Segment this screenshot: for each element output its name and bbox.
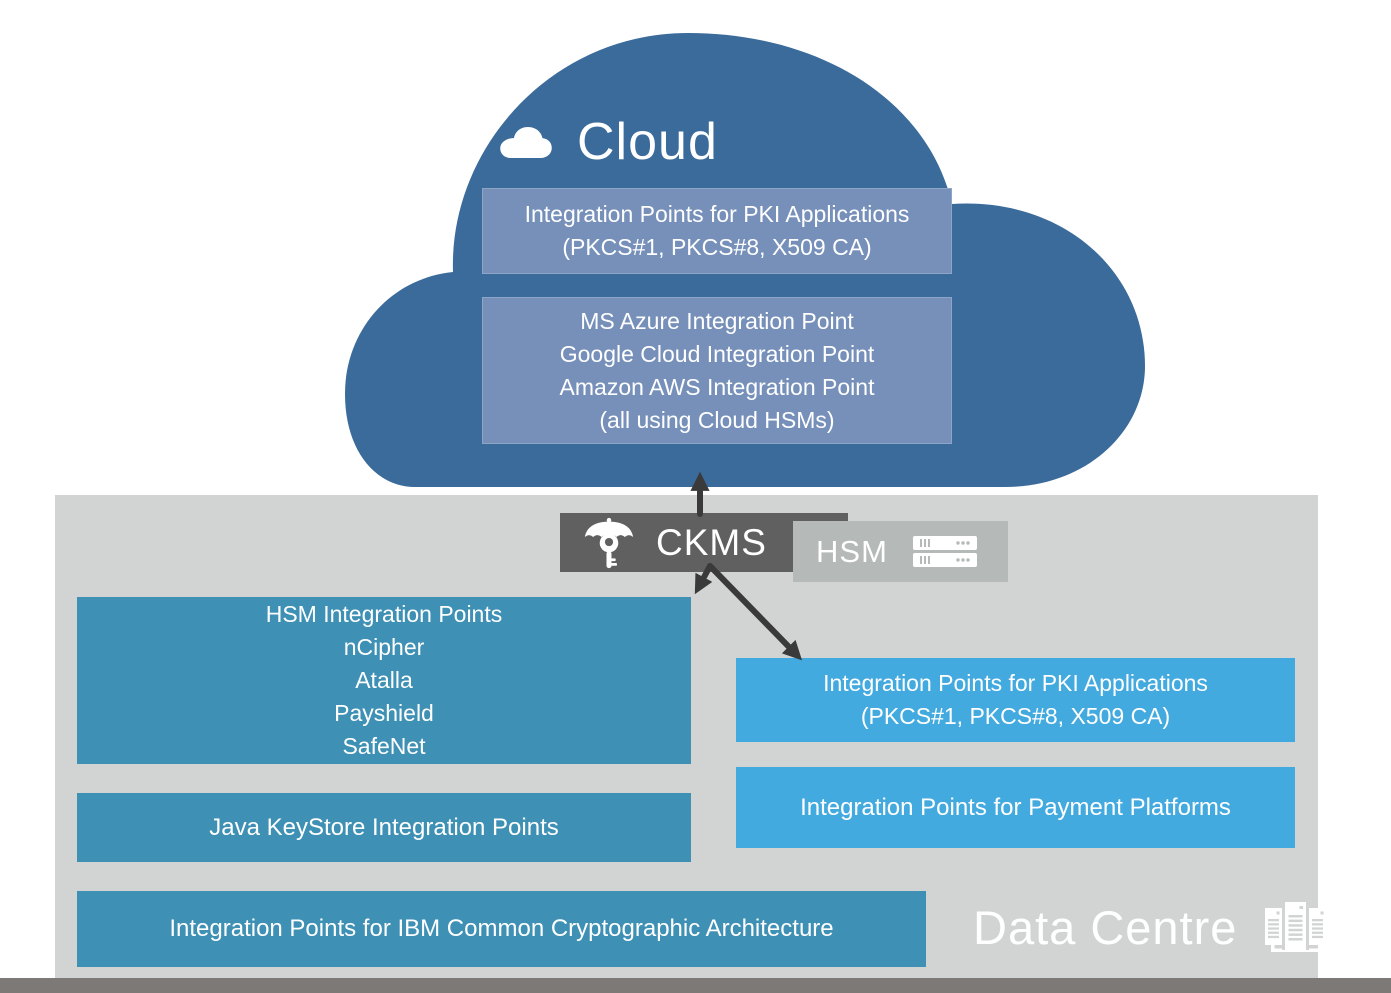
pki-applications-box: Integration Points for PKI Applications … xyxy=(736,658,1295,742)
ibm-cca-label: Integration Points for IBM Common Crypto… xyxy=(169,915,834,942)
cloud-heading: Cloud xyxy=(497,116,718,168)
footer-bar xyxy=(0,978,1391,993)
datacentre-heading: Data Centre xyxy=(973,898,1333,956)
cloud-pki-line: Integration Points for PKI Applications xyxy=(524,201,910,227)
payment-platforms-box: Integration Points for Payment Platforms xyxy=(736,767,1295,848)
hsm-integration-line: SafeNet xyxy=(342,733,426,759)
cloud-pki-line: (PKCS#1, PKCS#8, X509 CA) xyxy=(562,234,872,260)
server-racks-icon xyxy=(1263,898,1333,956)
datacentre-title: Data Centre xyxy=(973,900,1238,954)
cloud-provider-line: Amazon AWS Integration Point xyxy=(559,373,875,400)
cloud-pki-applications-box: Integration Points for PKI Applications … xyxy=(482,188,952,274)
server-stack-icon xyxy=(912,535,977,568)
ibm-cca-box: Integration Points for IBM Common Crypto… xyxy=(77,891,926,967)
hsm-integration-points-box: HSM Integration Points nCipher Atalla Pa… xyxy=(77,597,691,764)
hsm-integration-line: Atalla xyxy=(355,667,413,693)
hsm-box: HSM xyxy=(793,521,1008,582)
cloud-title: Cloud xyxy=(577,113,718,171)
ckms-label: CKMS xyxy=(656,521,767,563)
hsm-integration-line: HSM Integration Points xyxy=(265,601,503,627)
payment-platforms-label: Integration Points for Payment Platforms xyxy=(800,793,1231,821)
hsm-integration-line: Payshield xyxy=(334,700,434,726)
java-keystore-box: Java KeyStore Integration Points xyxy=(77,793,691,862)
pki-applications-line: (PKCS#1, PKCS#8, X509 CA) xyxy=(860,703,1171,729)
pki-applications-line: Integration Points for PKI Applications xyxy=(823,670,1208,696)
cloud-providers-box: MS Azure Integration Point Google Cloud … xyxy=(482,297,952,444)
java-keystore-label: Java KeyStore Integration Points xyxy=(209,813,559,841)
cloud-provider-line: MS Azure Integration Point xyxy=(580,307,854,334)
cloud-icon xyxy=(497,125,554,160)
hsm-integration-line: nCipher xyxy=(343,634,425,660)
cloud-provider-line: Google Cloud Integration Point xyxy=(559,340,875,367)
cloud-provider-line: (all using Cloud HSMs) xyxy=(599,406,835,433)
hsm-label: HSM xyxy=(816,533,888,569)
umbrella-key-icon xyxy=(583,516,635,570)
